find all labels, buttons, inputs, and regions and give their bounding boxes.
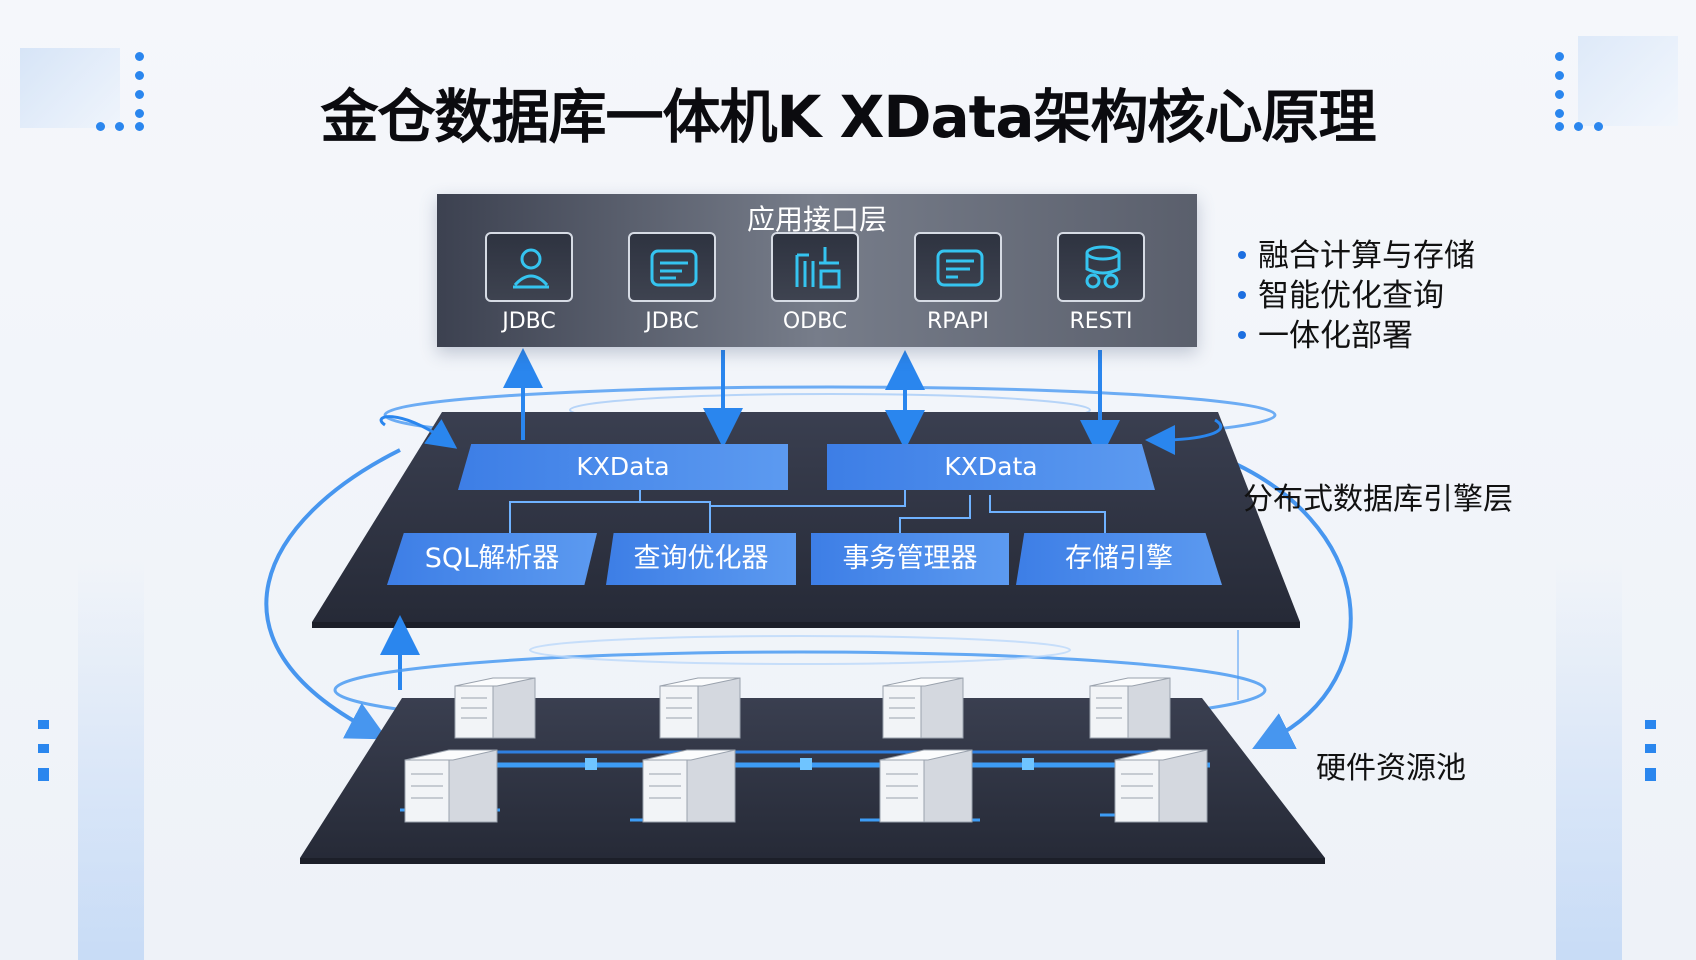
document-icon: [650, 249, 698, 287]
feature-list: 融合计算与存储 智能优化查询 一体化部署: [1238, 236, 1475, 356]
api-tile-odbc[interactable]: [771, 232, 859, 302]
loop-arrow-right: [1214, 453, 1353, 749]
module-sql-parser[interactable]: SQL解析器: [387, 533, 597, 585]
loop-arrow-left: [264, 448, 401, 740]
api-tile-jdbc-2[interactable]: [628, 232, 716, 302]
engine-platform: [312, 412, 1300, 622]
feature-item: 一体化部署: [1238, 316, 1475, 356]
api-tile-jdbc-1[interactable]: [485, 232, 573, 302]
api-layer-panel: 应用接口层 JDBC JDBC ODBC: [437, 194, 1197, 347]
corner-decoration-top-right: [1578, 36, 1678, 126]
module-query-optimizer[interactable]: 查询优化器: [606, 533, 796, 585]
connector-icon: [795, 247, 841, 289]
server-rack-group: [404, 677, 1208, 823]
engine-layer-label: 分布式数据库引擎层: [1243, 482, 1513, 517]
module-transaction-manager[interactable]: 事务管理器: [811, 533, 1009, 585]
page-title: 金仓数据库一体机K XData架构核心原理: [320, 83, 1376, 151]
api-label-jdbc-1: JDBC: [502, 309, 556, 334]
kxdata-node-2[interactable]: KXData: [827, 444, 1155, 490]
side-bar-left: [78, 560, 144, 960]
api-label-jdbc-2: JDBC: [645, 309, 699, 334]
database-icon: [1085, 245, 1121, 289]
feature-item: 融合计算与存储: [1238, 236, 1475, 276]
corner-decoration-top-left: [20, 48, 120, 128]
hardware-layer-label: 硬件资源池: [1316, 751, 1466, 786]
kxdata-node-1[interactable]: KXData: [458, 444, 788, 490]
document-icon: [936, 249, 984, 287]
user-icon: [513, 248, 549, 289]
feature-item: 智能优化查询: [1238, 276, 1475, 316]
api-tile-rpapi[interactable]: [914, 232, 1002, 302]
hardware-platform: [300, 698, 1325, 858]
api-layer-title: 应用接口层: [746, 203, 887, 236]
api-tile-resti[interactable]: [1057, 232, 1145, 302]
module-storage-engine[interactable]: 存储引擎: [1016, 533, 1222, 585]
api-label-odbc: ODBC: [782, 309, 848, 334]
api-label-resti: RESTI: [1069, 309, 1133, 334]
api-label-rpapi: RPAPI: [927, 309, 989, 334]
side-bar-right: [1556, 560, 1622, 960]
